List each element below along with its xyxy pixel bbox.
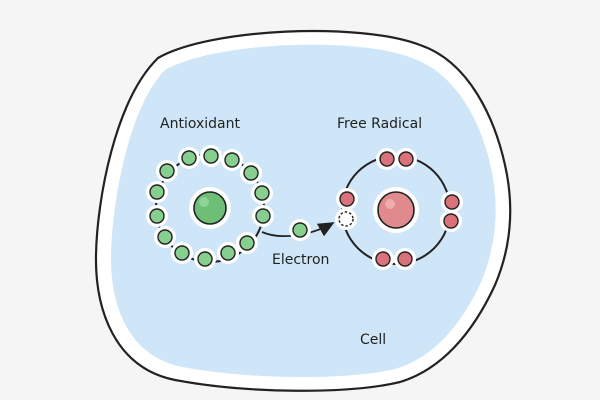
antioxidant-electron <box>224 152 240 168</box>
antioxidant-electron <box>243 165 259 181</box>
free-radical-electron <box>397 251 413 267</box>
missing-electron <box>338 211 354 227</box>
electron-label: Electron <box>272 252 330 268</box>
free-radical-nucleus <box>377 191 415 229</box>
free-radical-electron <box>379 151 395 167</box>
antioxidant-electron <box>254 185 270 201</box>
antioxidant-electrons <box>146 145 274 270</box>
antioxidant-label: Antioxidant <box>160 116 240 132</box>
free-radical-electrons <box>336 148 463 270</box>
free-radical-label: Free Radical <box>337 116 423 132</box>
free-radical-electron <box>375 251 391 267</box>
free-radical-electron <box>398 151 414 167</box>
antioxidant-electron <box>220 245 236 261</box>
cell-label: Cell <box>360 332 387 348</box>
transferred-electron <box>292 222 308 238</box>
antioxidant-atom <box>146 145 274 270</box>
free-radical-nucleus-highlight <box>385 199 395 209</box>
antioxidant-nucleus <box>193 191 227 225</box>
antioxidant-electron <box>255 208 271 224</box>
antioxidant-electron <box>174 245 190 261</box>
antioxidant-electron <box>157 229 173 245</box>
free-radical-atom <box>335 148 463 270</box>
cell-interior <box>110 44 496 378</box>
electron-transfer <box>261 219 335 241</box>
free-radical-electron <box>443 213 459 229</box>
antioxidant-electron <box>159 163 175 179</box>
antioxidant-electron <box>181 150 197 166</box>
free-radical-electron <box>444 194 460 210</box>
antioxidant-electron <box>239 235 255 251</box>
antioxidant-electron <box>197 251 213 267</box>
antioxidant-nucleus-highlight <box>199 197 209 207</box>
antioxidant-electron <box>149 208 165 224</box>
antioxidant-electron <box>203 148 219 164</box>
free-radical-electron <box>339 191 355 207</box>
antioxidant-electron <box>149 184 165 200</box>
cell <box>94 29 512 392</box>
